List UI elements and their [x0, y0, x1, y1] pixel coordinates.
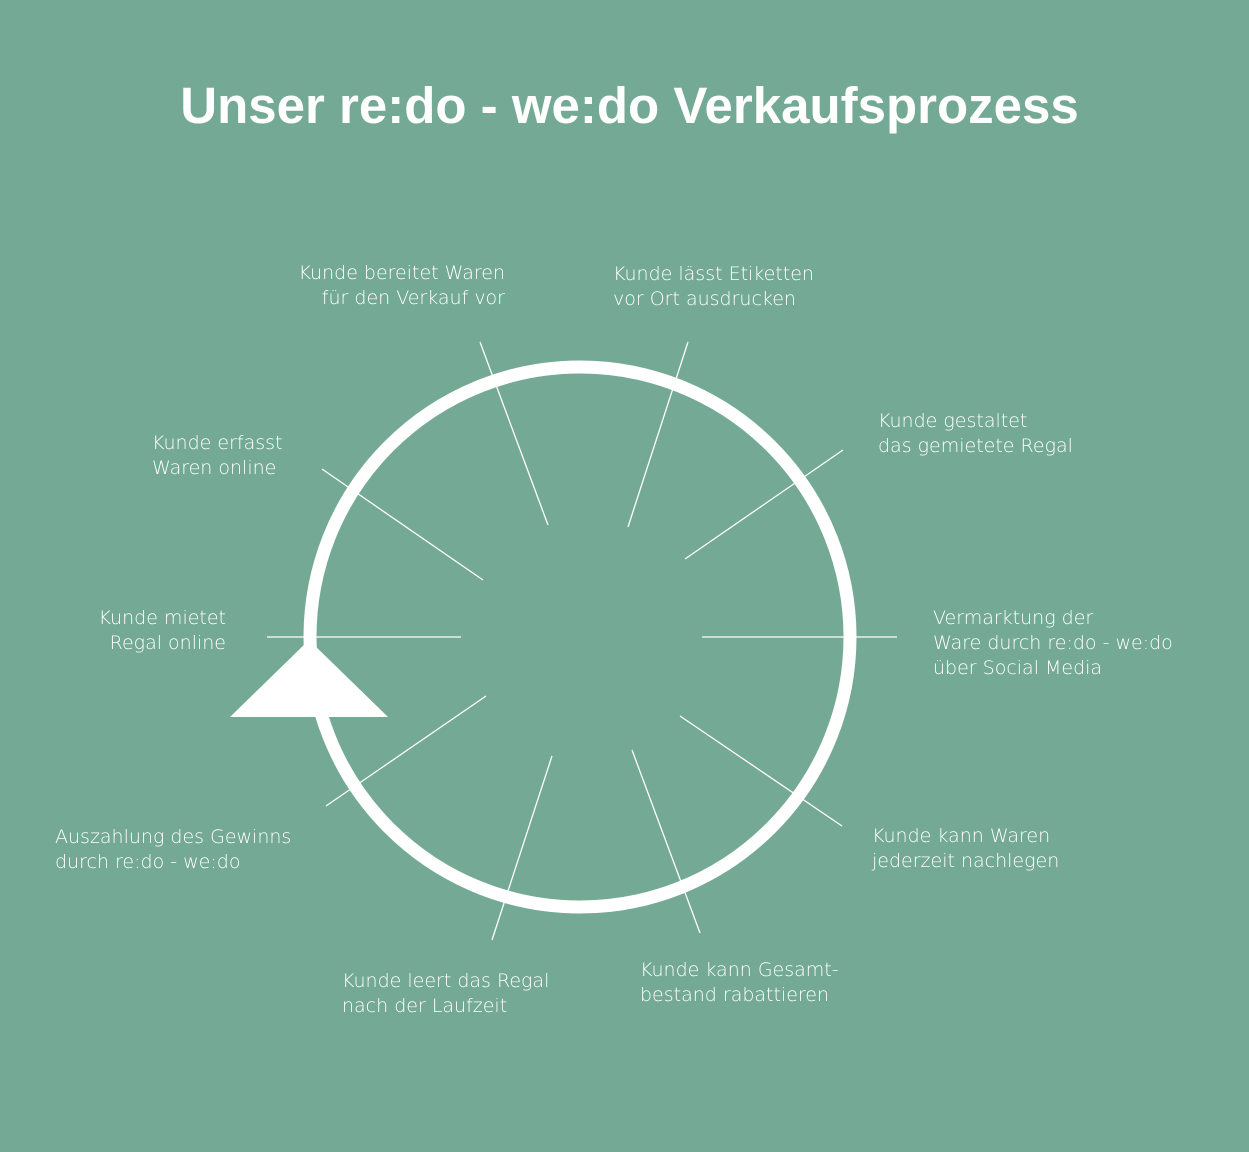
connector-line-10: [325, 695, 487, 807]
connector-line-8: [631, 749, 701, 934]
connector-line-9: [491, 755, 553, 941]
connector-line-2: [321, 468, 484, 581]
connector-line-7: [679, 715, 843, 827]
step-label-8: Kunde kann Gesamt-bestand rabattieren: [640, 959, 839, 1006]
page-title: Unser re:do - we:do Verkaufsprozess: [180, 77, 1079, 134]
connector-line-4: [627, 341, 689, 528]
connector-line-5: [684, 449, 844, 560]
connector-line-3: [479, 341, 549, 526]
start-arrow-icon: [230, 640, 388, 717]
